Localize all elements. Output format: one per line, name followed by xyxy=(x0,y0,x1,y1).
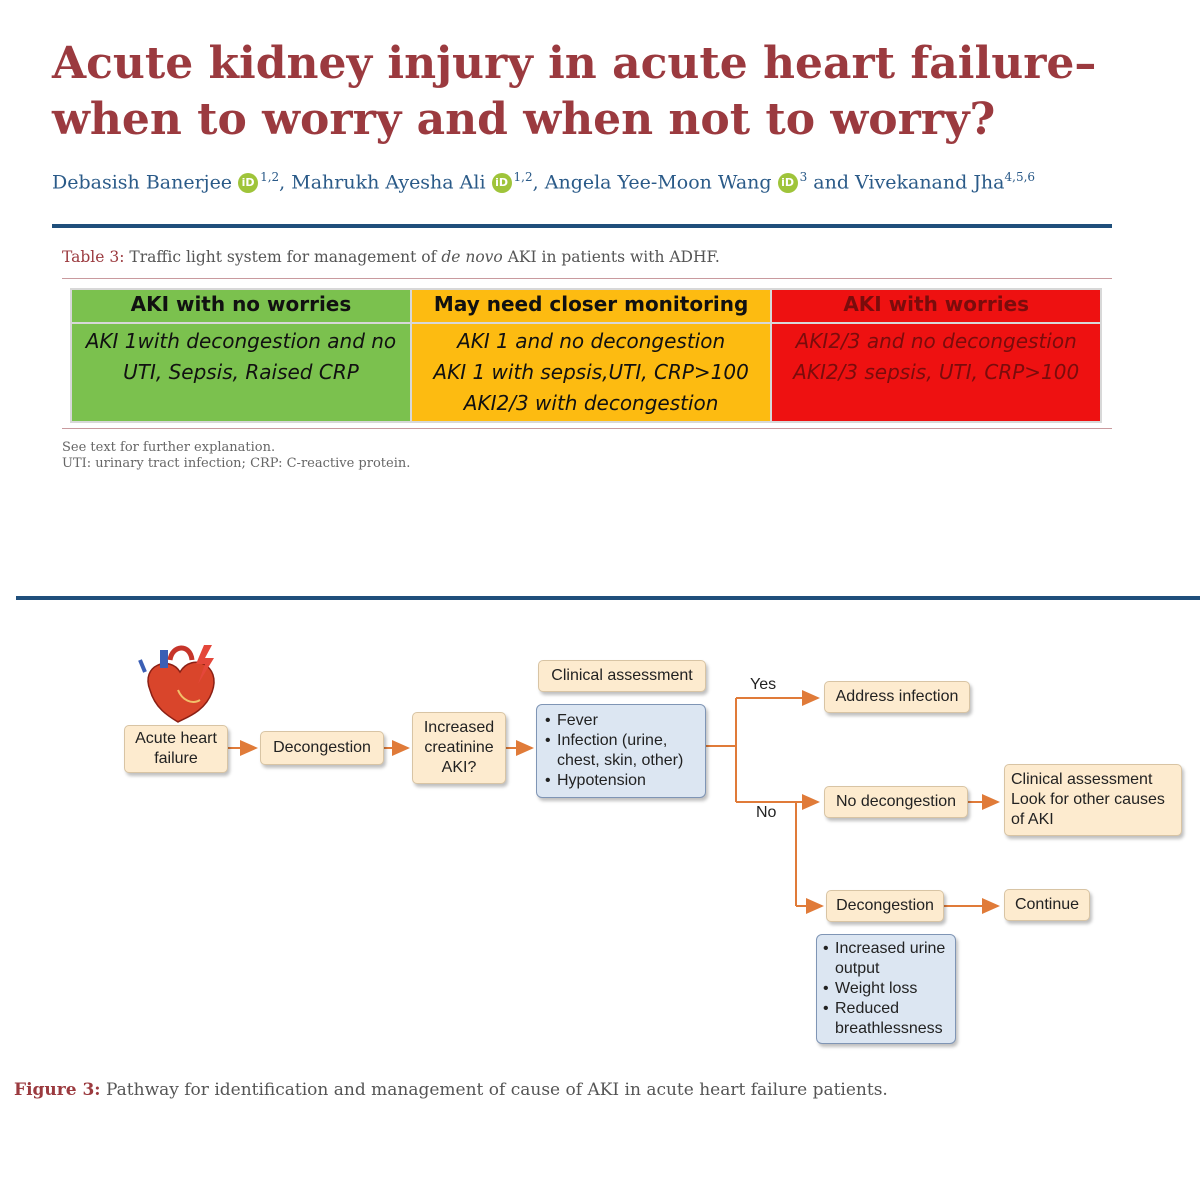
orcid-icon[interactable]: iD xyxy=(238,173,259,194)
orcid-icon[interactable]: iD xyxy=(777,173,798,194)
cell-worries: AKI2/3 and no decongestion AKI2/3 sepsis… xyxy=(770,322,1102,423)
node-continue: Continue xyxy=(1004,889,1090,921)
table-bottom-rule xyxy=(62,428,1112,429)
table-notes: See text for further explanation. UTI: u… xyxy=(62,440,411,471)
traffic-light-table: AKI with no worries May need closer moni… xyxy=(70,288,1102,423)
orcid-icon[interactable]: iD xyxy=(491,173,512,194)
article-title: Acute kidney injury in acute heart failu… xyxy=(52,38,1097,145)
node-decongestion: Decongestion xyxy=(260,731,384,765)
header-closer-monitoring: May need closer monitoring xyxy=(409,288,773,324)
yes-label: Yes xyxy=(750,676,777,693)
section-rule xyxy=(52,224,1112,228)
table-header-row: AKI with no worries May need closer moni… xyxy=(70,288,1102,324)
table-body-row: AKI 1with decongestion and no UTI, Sepsi… xyxy=(70,322,1102,423)
figure-caption: Figure 3: Pathway for identification and… xyxy=(14,1080,888,1100)
cell-no-worries: AKI 1with decongestion and no UTI, Sepsi… xyxy=(70,322,412,423)
table-top-rule xyxy=(62,278,1112,279)
clinical-bullet-box: Fever Infection (urine, chest, skin, oth… xyxy=(536,704,706,798)
node-acute-heart-failure: Acute heart failure xyxy=(124,725,228,773)
table-label: Table 3: xyxy=(62,248,125,266)
node-decongestion-continue: Decongestion xyxy=(826,890,944,922)
heart-icon xyxy=(138,645,215,723)
table-caption: Table 3: Traffic light system for manage… xyxy=(62,248,720,266)
author-name[interactable]: Mahrukh Ayesha Ali xyxy=(291,171,486,194)
header-no-worries: AKI with no worries xyxy=(70,288,412,324)
author-name[interactable]: Angela Yee-Moon Wang xyxy=(544,171,772,194)
section-rule xyxy=(16,596,1200,600)
node-address-infection: Address infection xyxy=(824,681,970,713)
author-name[interactable]: Vivekanand Jha xyxy=(855,171,1005,194)
node-clinical-other-causes: Clinical assessment Look for other cause… xyxy=(1004,764,1182,836)
lightning-icon xyxy=(196,645,214,684)
cell-closer-monitoring: AKI 1 and no decongestion AKI 1 with sep… xyxy=(409,322,773,423)
no-label: No xyxy=(756,804,777,821)
node-clinical-assessment: Clinical assessment xyxy=(538,660,706,692)
decongestion-bullet-box: Increased urine output Weight loss Reduc… xyxy=(816,934,956,1044)
author-name[interactable]: Debasish Banerjee xyxy=(52,171,233,194)
node-increased-creatinine: Increased creatinine AKI? xyxy=(412,712,506,784)
header-worries: AKI with worries xyxy=(770,288,1102,324)
node-no-decongestion: No decongestion xyxy=(824,786,968,818)
figure-label: Figure 3: xyxy=(14,1080,101,1100)
